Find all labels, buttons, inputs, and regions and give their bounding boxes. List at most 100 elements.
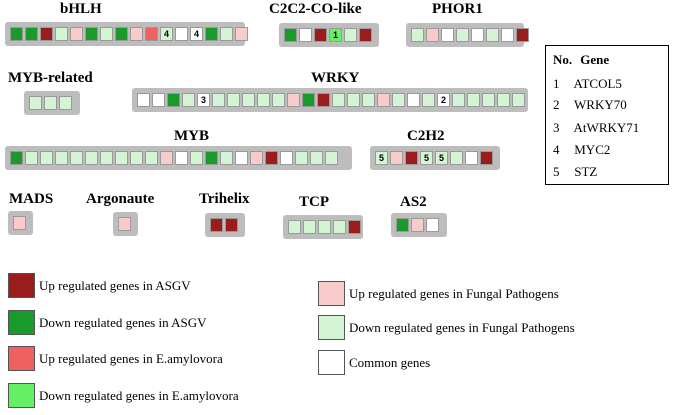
family-label-myb: MYB	[174, 128, 209, 144]
gene-group-myb-related	[24, 91, 80, 115]
gene-cell	[396, 218, 409, 232]
gene-cell	[190, 151, 203, 165]
gene-cell: 4	[160, 27, 173, 41]
legend-label: Up regulated genes in E.amylovora	[39, 350, 223, 366]
gene-cell	[70, 27, 83, 41]
gene-cell	[59, 96, 72, 110]
gene-cell	[40, 27, 53, 41]
gene-cell	[85, 151, 98, 165]
gene-cell	[302, 93, 315, 107]
gene-group-mads	[8, 211, 33, 235]
gene-table-number: 1	[553, 76, 560, 91]
gene-cell	[235, 151, 248, 165]
gene-cell	[332, 93, 345, 107]
gene-cell	[29, 96, 42, 110]
gene-cell	[272, 93, 285, 107]
legend-item-down-asgv: Down regulated genes in ASGV	[8, 310, 207, 335]
gene-cell	[130, 27, 143, 41]
family-label-argonaute: Argonaute	[86, 191, 155, 207]
gene-cell	[175, 27, 188, 41]
legend-label: Common genes	[349, 354, 431, 370]
family-label-tcp: TCP	[299, 194, 329, 210]
gene-cell	[280, 151, 293, 165]
gene-table-header-gene: Gene	[580, 52, 610, 67]
gene-table-row: 3 AtWRKY71	[553, 120, 639, 136]
gene-cell	[501, 28, 514, 42]
gene-group-trihelix	[205, 213, 245, 237]
gene-group-argonaute	[113, 212, 138, 236]
gene-cell	[347, 93, 360, 107]
gene-cell	[362, 93, 375, 107]
legend-item-common: Common genes	[318, 350, 430, 375]
gene-cell	[242, 93, 255, 107]
legend-item-up-e-amylovora: Up regulated genes in E.amylovora	[8, 346, 223, 371]
gene-cell: 5	[420, 151, 433, 165]
gene-table-name: MYC2	[574, 142, 611, 157]
family-label-as2: AS2	[400, 194, 427, 210]
gene-cell	[152, 93, 165, 107]
gene-table-row: 2 WRKY70	[553, 97, 627, 113]
gene-cell	[182, 93, 195, 107]
gene-cell	[426, 28, 439, 42]
gene-cell	[85, 27, 98, 41]
gene-cell	[55, 27, 68, 41]
gene-table-number: 2	[553, 97, 560, 112]
gene-cell: 5	[435, 151, 448, 165]
gene-cell	[287, 93, 300, 107]
legend-swatch	[8, 383, 35, 408]
gene-cell	[205, 151, 218, 165]
gene-cell	[10, 151, 23, 165]
gene-cell	[390, 151, 403, 165]
gene-cell	[257, 93, 270, 107]
gene-cell	[160, 151, 173, 165]
gene-cell	[344, 28, 357, 42]
gene-cell	[310, 151, 323, 165]
gene-cell	[317, 93, 330, 107]
gene-cell	[512, 93, 525, 107]
gene-cell: 1	[329, 28, 342, 42]
gene-table-header: No. Gene	[553, 52, 609, 68]
gene-cell	[55, 151, 68, 165]
gene-table-name: ATCOL5	[573, 76, 622, 91]
legend-swatch	[318, 350, 345, 375]
legend-swatch	[8, 310, 35, 335]
legend-item-up-fungal: Up regulated genes in Fungal Pathogens	[318, 281, 559, 306]
family-label-myb-related: MYB-related	[8, 70, 93, 86]
gene-cell	[441, 28, 454, 42]
gene-cell	[411, 28, 424, 42]
gene-cell	[325, 151, 338, 165]
gene-cell: 3	[197, 93, 210, 107]
gene-cell	[118, 217, 131, 231]
gene-table-name: STZ	[574, 164, 598, 179]
gene-cell	[377, 93, 390, 107]
legend-swatch	[8, 346, 35, 371]
gene-group-c2c2-co-like: 1	[279, 23, 379, 47]
gene-cell	[318, 220, 331, 234]
gene-cell	[314, 28, 327, 42]
gene-cell	[465, 151, 478, 165]
legend-swatch	[318, 281, 345, 306]
gene-cell	[25, 151, 38, 165]
gene-group-myb	[5, 146, 352, 170]
gene-number-table: No. Gene 1 ATCOL5 2 WRKY70 3 AtWRKY71 4 …	[545, 45, 669, 185]
gene-group-tcp	[283, 215, 363, 239]
gene-cell	[13, 216, 26, 230]
gene-cell: 4	[190, 27, 203, 41]
gene-cell	[295, 151, 308, 165]
gene-cell	[516, 28, 529, 42]
gene-cell	[145, 151, 158, 165]
gene-cell	[482, 93, 495, 107]
gene-cell	[44, 96, 57, 110]
gene-cell	[145, 27, 158, 41]
family-label-phor1: PHOR1	[432, 1, 483, 17]
gene-cell	[348, 220, 361, 234]
gene-cell	[303, 220, 316, 234]
gene-cell	[452, 93, 465, 107]
family-label-trihelix: Trihelix	[199, 191, 250, 207]
gene-cell	[175, 151, 188, 165]
family-label-mads: MADS	[9, 191, 54, 207]
legend-label: Up regulated genes in Fungal Pathogens	[349, 285, 559, 301]
gene-cell: 2	[437, 93, 450, 107]
gene-cell	[284, 28, 297, 42]
